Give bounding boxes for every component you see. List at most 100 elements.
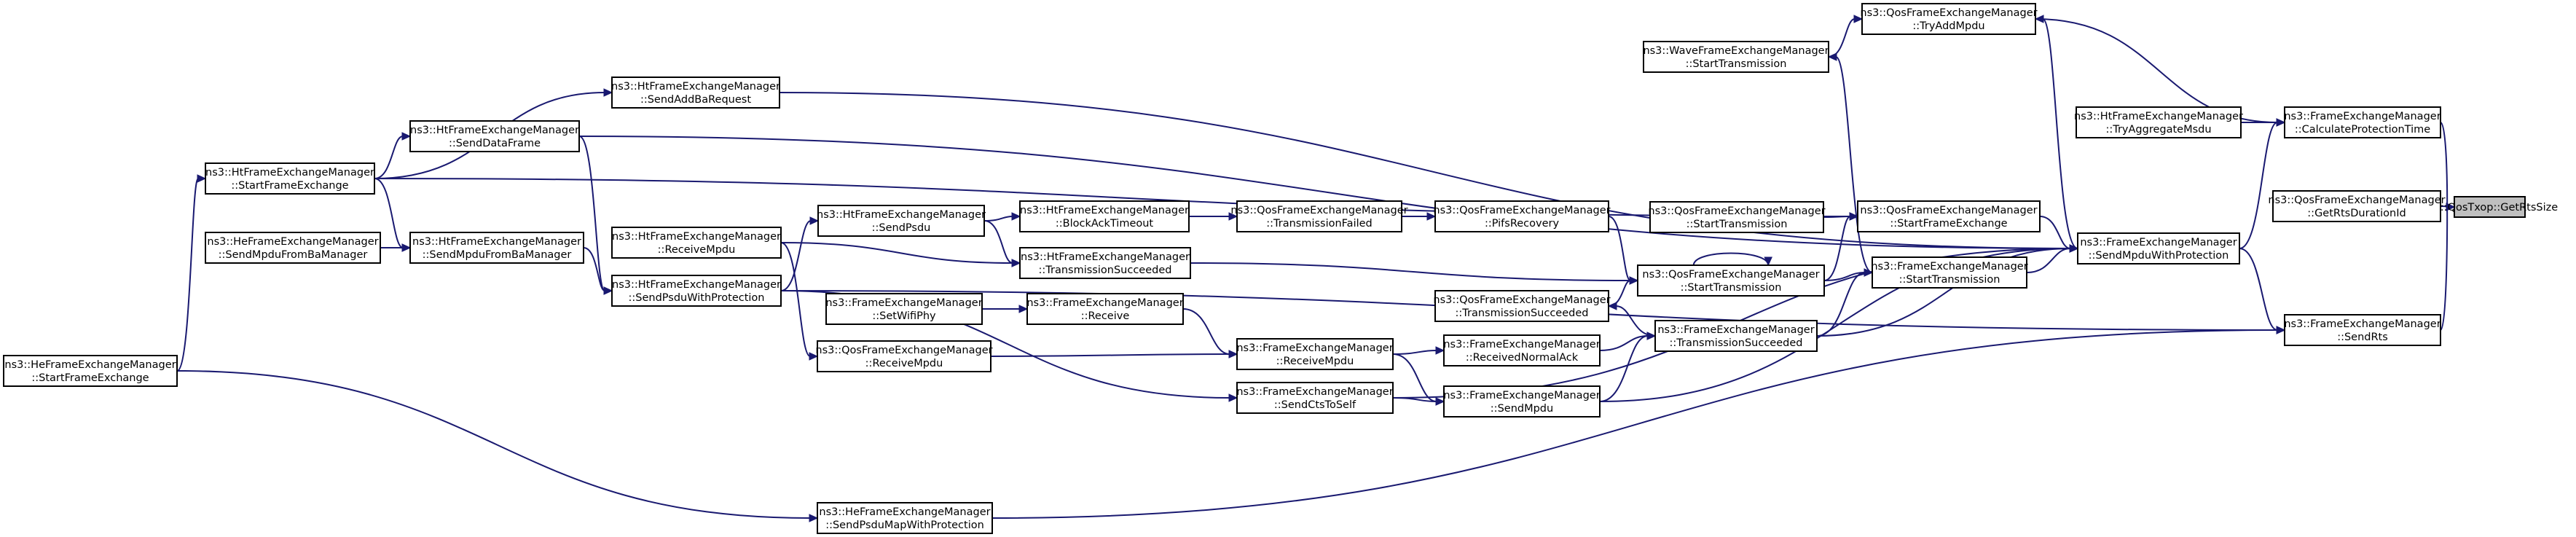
node-n4[interactable]: ns3::QosFrameExchangeManager::TryAddMpdu: [1860, 3, 2038, 35]
node-label-class: ns3::HtFrameExchangeManager: [1020, 205, 1189, 216]
node-n27[interactable]: ns3::HtFrameExchangeManager::SendAddBaRe…: [611, 77, 780, 109]
node-box[interactable]: [1026, 293, 1184, 325]
node-box[interactable]: [611, 275, 782, 307]
edge-n6-to-n3: [2239, 248, 2278, 331]
edge-n30-to-n21: [780, 242, 1013, 264]
node-box[interactable]: [1236, 338, 1394, 370]
edge-n22-to-n18: [1182, 308, 1230, 355]
edge-n6-to-n4: [2042, 18, 2078, 249]
edge-n18-to-n15: [1392, 350, 1437, 355]
node-label-method: ::GetRtsDurationId: [2307, 208, 2406, 219]
edge-n25-to-n18: [990, 353, 1230, 357]
node-label-method: ::SendPsduWithProtection: [628, 292, 764, 304]
node-box[interactable]: [611, 77, 780, 109]
node-n5[interactable]: ns3::HtFrameExchangeManager::TryAggregat…: [2074, 106, 2243, 138]
node-box[interactable]: [409, 232, 584, 264]
node-n16[interactable]: ns3::FrameExchangeManager::SendMpdu: [1443, 385, 1601, 418]
node-box[interactable]: [1857, 200, 2041, 232]
node-box[interactable]: [1861, 3, 2036, 35]
node-box[interactable]: [817, 205, 985, 237]
node-box[interactable]: [1443, 334, 1601, 367]
node-box[interactable]: [1643, 41, 1829, 73]
edge-n11-to-n6: [1816, 248, 2071, 337]
node-box[interactable]: [205, 232, 381, 264]
node-n26[interactable]: ns3::HeFrameExchangeManager::SendPsduMap…: [817, 502, 993, 534]
edge-n30-to-n25: [780, 242, 811, 357]
node-box[interactable]: [817, 340, 991, 372]
node-n28[interactable]: ns3::HtFrameExchangeManager::SendDataFra…: [409, 120, 580, 152]
node-n24[interactable]: ns3::FrameExchangeManager::SetWifiPhy: [825, 293, 983, 325]
node-label-method: ::SendPsdu: [872, 222, 931, 234]
node-n2[interactable]: ns3::QosFrameExchangeManager::GetRtsDura…: [2268, 190, 2446, 222]
node-n20[interactable]: ns3::HtFrameExchangeManager::BlockAckTim…: [1019, 200, 1190, 232]
node-n21[interactable]: ns3::HtFrameExchangeManager::Transmissio…: [1019, 247, 1191, 279]
edge-n6-to-n1: [2239, 122, 2278, 249]
node-n30[interactable]: ns3::HtFrameExchangeManager::ReceiveMpdu: [611, 227, 782, 259]
node-n31[interactable]: ns3::HtFrameExchangeManager::SendPsduWit…: [611, 275, 782, 307]
node-box[interactable]: [1019, 247, 1191, 279]
node-box[interactable]: [1443, 385, 1601, 418]
edge-n26-to-n3: [991, 329, 2278, 519]
node-box[interactable]: [2284, 106, 2441, 138]
node-box[interactable]: [825, 293, 983, 325]
node-box[interactable]: [3, 355, 178, 387]
node-box[interactable]: [611, 227, 782, 259]
node-label-class: ns3::QosFrameExchangeManager: [1648, 205, 1825, 217]
node-n8[interactable]: ns3::QosFrameExchangeManager::StartFrame…: [1857, 200, 2041, 232]
node-box[interactable]: [2076, 106, 2242, 138]
node-n3[interactable]: ns3::FrameExchangeManager::SendRts: [2284, 314, 2441, 346]
node-label-class: ns3::FrameExchangeManager: [1657, 324, 1814, 336]
node-n1[interactable]: ns3::FrameExchangeManager::CalculateProt…: [2284, 106, 2441, 138]
node-box[interactable]: [1236, 382, 1394, 414]
node-n0[interactable]: ns3::QosTxop::GetRtsSize: [2422, 196, 2558, 218]
node-n14[interactable]: ns3::QosFrameExchangeManager::Transmissi…: [1433, 290, 1611, 322]
node-n29[interactable]: ns3::HtFrameExchangeManager::SendMpduFro…: [409, 232, 584, 264]
node-box[interactable]: [2077, 232, 2240, 264]
node-label-method: ::TransmissionFailed: [1266, 218, 1373, 230]
node-label-method: ::TransmissionSucceeded: [1456, 307, 1589, 319]
arrow-head-n3-to-n0: [2446, 203, 2456, 211]
nodes-layer: ns3::QosTxop::GetRtsSizens3::FrameExchan…: [3, 3, 2558, 534]
node-box[interactable]: [1019, 200, 1190, 232]
node-label-class: ns3::HeFrameExchangeManager: [4, 359, 176, 371]
edge-n21-to-n12: [1190, 262, 1631, 281]
node-n6[interactable]: ns3::FrameExchangeManager::SendMpduWithP…: [2077, 232, 2240, 264]
node-box[interactable]: [205, 162, 375, 195]
node-n32[interactable]: ns3::HtFrameExchangeManager::StartFrameE…: [205, 162, 375, 195]
node-box[interactable]: [2454, 196, 2526, 218]
node-box[interactable]: [1236, 200, 1402, 232]
node-n18[interactable]: ns3::FrameExchangeManager::ReceiveMpdu: [1236, 338, 1394, 370]
node-n13[interactable]: ns3::QosFrameExchangeManager::PifsRecove…: [1433, 200, 1611, 232]
node-box[interactable]: [1654, 320, 1818, 352]
node-label-method: ::ReceiveMpdu: [865, 358, 943, 369]
node-n23[interactable]: ns3::HtFrameExchangeManager::SendPsdu: [817, 205, 986, 237]
node-box[interactable]: [1434, 200, 1609, 232]
node-box[interactable]: [2284, 314, 2441, 346]
node-box[interactable]: [409, 120, 580, 152]
node-n17[interactable]: ns3::QosFrameExchangeManager::Transmissi…: [1230, 200, 1408, 232]
node-box[interactable]: [817, 502, 993, 534]
node-n19[interactable]: ns3::FrameExchangeManager::SendCtsToSelf: [1236, 382, 1394, 414]
node-box[interactable]: [1649, 201, 1824, 233]
node-box[interactable]: [1434, 290, 1609, 322]
edge-n8-to-n6: [2039, 216, 2071, 249]
node-n10[interactable]: ns3::QosFrameExchangeManager::StartTrans…: [1648, 201, 1826, 233]
node-box[interactable]: [1637, 264, 1825, 297]
node-n9[interactable]: ns3::FrameExchangeManager::StartTransmis…: [1871, 256, 2028, 289]
edge-n32-to-n29: [374, 178, 404, 248]
node-label-class: ns3::HtFrameExchangeManager: [410, 125, 579, 136]
node-n12[interactable]: ns3::QosFrameExchangeManager::StartTrans…: [1637, 264, 1825, 297]
node-n33[interactable]: ns3::HeFrameExchangeManager::SendMpduFro…: [205, 232, 381, 264]
node-label-method: ::StartTransmission: [1686, 219, 1788, 230]
node-n34[interactable]: ns3::HeFrameExchangeManager::StartFrameE…: [3, 355, 178, 387]
node-n15[interactable]: ns3::FrameExchangeManager::ReceivedNorma…: [1443, 334, 1601, 367]
node-n11[interactable]: ns3::FrameExchangeManager::TransmissionS…: [1654, 320, 1818, 352]
node-label-class: ns3::FrameExchangeManager: [1236, 342, 1393, 354]
node-n25[interactable]: ns3::QosFrameExchangeManager::ReceiveMpd…: [815, 340, 993, 372]
node-label-class: ns3::HeFrameExchangeManager: [207, 236, 378, 248]
node-n7[interactable]: ns3::WaveFrameExchangeManager::StartTran…: [1643, 41, 1829, 73]
node-n22[interactable]: ns3::FrameExchangeManager::Receive: [1026, 293, 1184, 325]
node-label-method: ::SendMpduFromBaManager: [219, 249, 368, 261]
node-box[interactable]: [2272, 190, 2441, 222]
node-box[interactable]: [1872, 256, 2027, 289]
